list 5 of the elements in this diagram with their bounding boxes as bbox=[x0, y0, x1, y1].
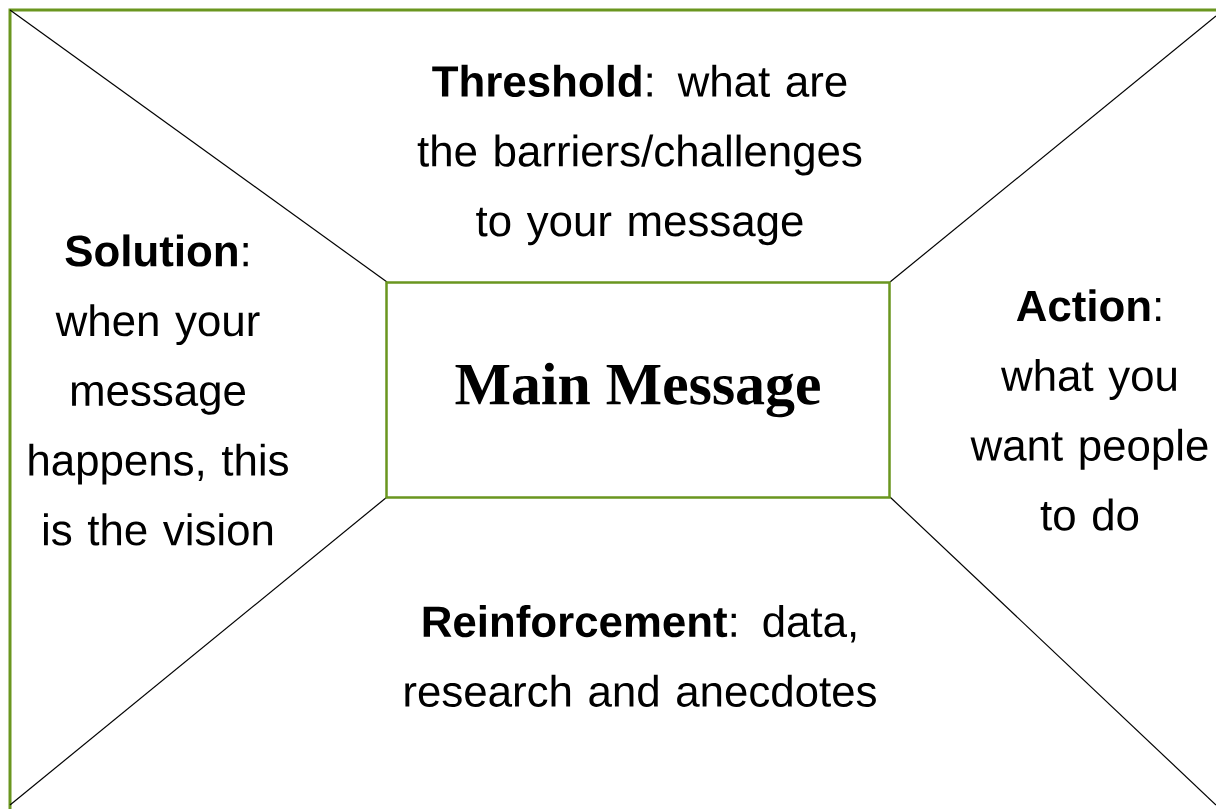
section-text: Threshold: what are the barriers/challenges to your message bbox=[417, 64, 862, 246]
section-text: Solution: when your message happens, this is the vision bbox=[29, 234, 288, 546]
message-box: Main Message bbox=[385, 281, 891, 499]
section-text: Reinforcement: data, research and anecdotes bbox=[405, 605, 876, 707]
section-text: Action: what you want people to do bbox=[970, 289, 1208, 531]
